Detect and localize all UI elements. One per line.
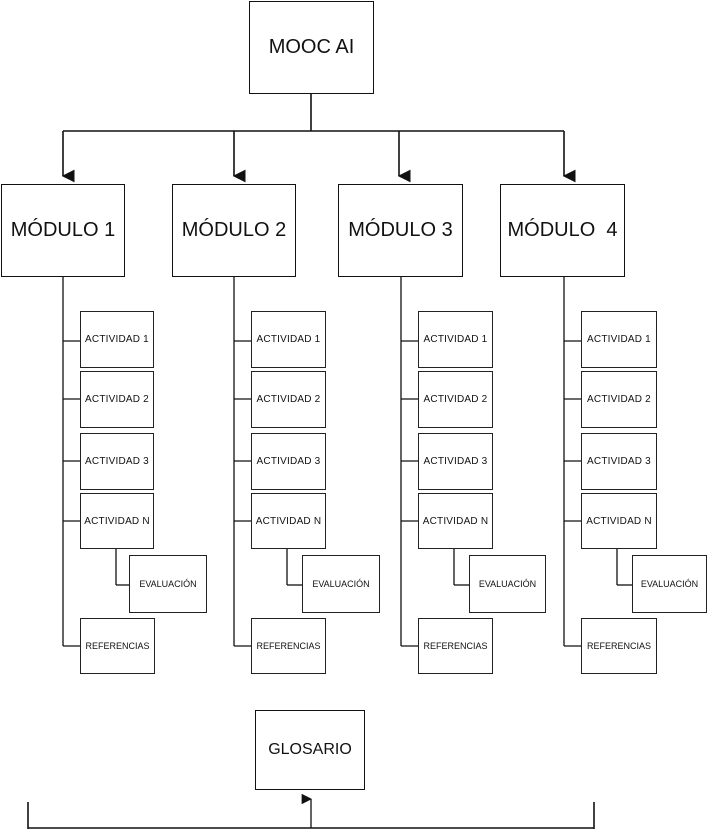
references-label: REFERENCIAS xyxy=(423,641,488,651)
activity-label: ACTIVIDAD 2 xyxy=(423,394,488,405)
module-2-evaluation: EVALUACIÓN xyxy=(302,555,380,613)
module-1-activity-1: ACTIVIDAD 1 xyxy=(80,311,154,368)
module-2-references: REFERENCIAS xyxy=(251,618,326,674)
references-label: REFERENCIAS xyxy=(256,641,321,651)
activity-label: ACTIVIDAD 2 xyxy=(256,394,321,405)
module-4-activity-3: ACTIVIDAD 3 xyxy=(581,433,657,490)
glossary-node: GLOSARIO xyxy=(255,710,365,790)
activity-label: ACTIVIDAD N xyxy=(255,515,322,527)
activity-label: ACTIVIDAD 3 xyxy=(423,456,488,467)
activity-label: ACTIVIDAD 3 xyxy=(85,456,149,467)
module-1-activity-3: ACTIVIDAD 3 xyxy=(80,433,154,490)
activity-label: ACTIVIDAD 1 xyxy=(256,334,321,345)
evaluation-label: EVALUACIÓN xyxy=(312,579,370,589)
module-2-activity-2: ACTIVIDAD 2 xyxy=(251,371,326,428)
module-1-activity-2: ACTIVIDAD 2 xyxy=(80,371,154,428)
module-3-references: REFERENCIAS xyxy=(418,618,493,674)
module-3-activity-1: ACTIVIDAD 1 xyxy=(418,311,493,368)
references-label: REFERENCIAS xyxy=(85,641,150,651)
activity-label: ACTIVIDAD 1 xyxy=(423,334,488,345)
module-4-evaluation: EVALUACIÓN xyxy=(632,555,707,613)
root-node: MOOC AI xyxy=(249,1,374,94)
module-3-activity-3: ACTIVIDAD 3 xyxy=(418,433,493,490)
module-4-box: MÓDULO 4 xyxy=(500,184,625,277)
module-4-references: REFERENCIAS xyxy=(581,618,657,674)
activity-label: ACTIVIDAD N xyxy=(586,515,652,527)
evaluation-label: EVALUACIÓN xyxy=(640,579,699,589)
module-2-activity-3: ACTIVIDAD 3 xyxy=(251,433,326,490)
references-label: REFERENCIAS xyxy=(586,641,651,651)
module-2-title: MÓDULO 2 xyxy=(181,219,287,241)
activity-label: ACTIVIDAD 2 xyxy=(85,394,149,405)
module-3-box: MÓDULO 3 xyxy=(338,184,463,277)
module-2-box: MÓDULO 2 xyxy=(172,184,296,277)
module-4-activity-2: ACTIVIDAD 2 xyxy=(581,371,657,428)
evaluation-label: EVALUACIÓN xyxy=(139,579,197,589)
activity-label: ACTIVIDAD 3 xyxy=(256,456,321,467)
activity-label: ACTIVIDAD 3 xyxy=(587,456,651,467)
activity-label: ACTIVIDAD N xyxy=(422,515,489,527)
module-1-activity-n: ACTIVIDAD N xyxy=(80,493,154,549)
module-1-box: MÓDULO 1 xyxy=(1,184,125,277)
module-1-title: MÓDULO 1 xyxy=(10,219,116,241)
module-4-title: MÓDULO 4 xyxy=(507,219,618,241)
evaluation-label: EVALUACIÓN xyxy=(478,579,537,589)
module-3-activity-n: ACTIVIDAD N xyxy=(418,493,493,549)
root-label: MOOC AI xyxy=(268,36,355,58)
module-3-title: MÓDULO 3 xyxy=(348,219,453,241)
module-4-activity-n: ACTIVIDAD N xyxy=(581,493,657,549)
activity-label: ACTIVIDAD 1 xyxy=(85,334,149,345)
module-1-evaluation: EVALUACIÓN xyxy=(129,555,207,613)
activity-label: ACTIVIDAD 2 xyxy=(587,394,651,405)
module-2-activity-1: ACTIVIDAD 1 xyxy=(251,311,326,368)
activity-label: ACTIVIDAD 1 xyxy=(587,334,651,345)
module-1-references: REFERENCIAS xyxy=(80,618,155,674)
activity-label: ACTIVIDAD N xyxy=(84,515,150,527)
module-3-activity-2: ACTIVIDAD 2 xyxy=(418,371,493,428)
module-2-activity-n: ACTIVIDAD N xyxy=(251,493,326,549)
glossary-label: GLOSARIO xyxy=(268,741,352,758)
module-3-evaluation: EVALUACIÓN xyxy=(469,555,546,613)
module-4-activity-1: ACTIVIDAD 1 xyxy=(581,311,657,368)
